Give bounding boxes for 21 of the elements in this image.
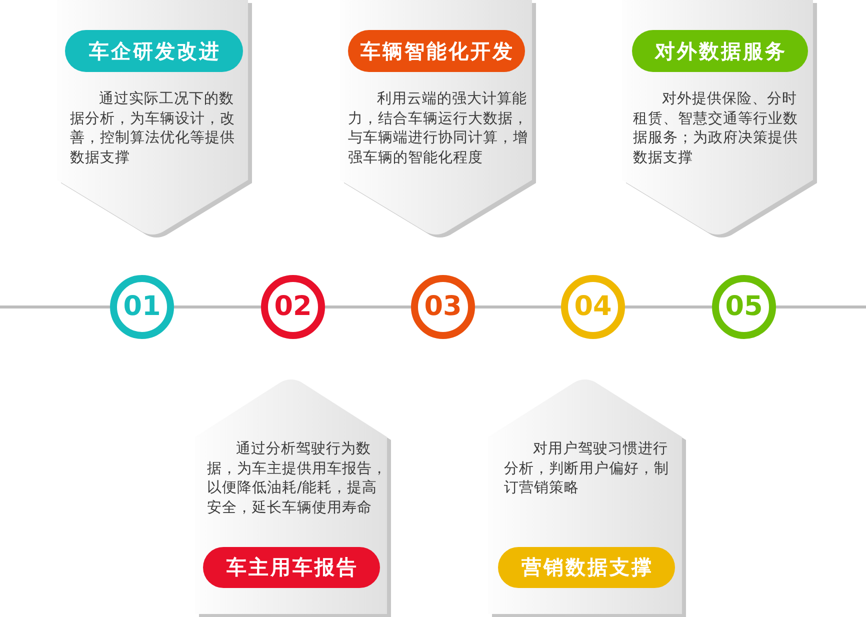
timeline-line <box>0 306 110 308</box>
heading-banner: 营销数据支撑 <box>498 547 675 588</box>
step-number-circle: 03 <box>411 275 475 339</box>
heading-banner: 车主用车报告 <box>203 547 380 588</box>
step-number-circle: 01 <box>110 275 174 339</box>
heading-banner: 车企研发改进 <box>65 30 243 72</box>
description-text: 通过实际工况下的数据分析，为车辆设计，改善，控制算法优化等提供数据支撑 <box>70 90 236 168</box>
description-text: 对外提供保险、分时租赁、智慧交通等行业数据服务；为政府决策提供数据支撑 <box>633 90 799 168</box>
step-number-circle: 02 <box>261 275 325 339</box>
description-text: 对用户驾驶习惯进行分析，判断用户偏好，制订营销策略 <box>504 440 670 498</box>
description-text: 通过分析驾驶行为数据，为车主提供用车报告，以便降低油耗/能耗，提高安全，延长车辆使用寿命 <box>207 440 388 518</box>
step-number-circle: 04 <box>561 275 625 339</box>
timeline-line <box>625 306 712 308</box>
step-number-circle: 05 <box>712 275 776 339</box>
description-text: 利用云端的强大计算能力，结合车辆运行大数据，与车辆端进行协同计算，增强车辆的智能化程度 <box>348 90 529 168</box>
timeline-line <box>475 306 561 308</box>
heading-banner: 对外数据服务 <box>632 30 808 72</box>
timeline-line <box>776 306 866 308</box>
heading-banner: 车辆智能化开发 <box>348 30 525 72</box>
timeline-line <box>325 306 411 308</box>
timeline-line <box>174 306 261 308</box>
